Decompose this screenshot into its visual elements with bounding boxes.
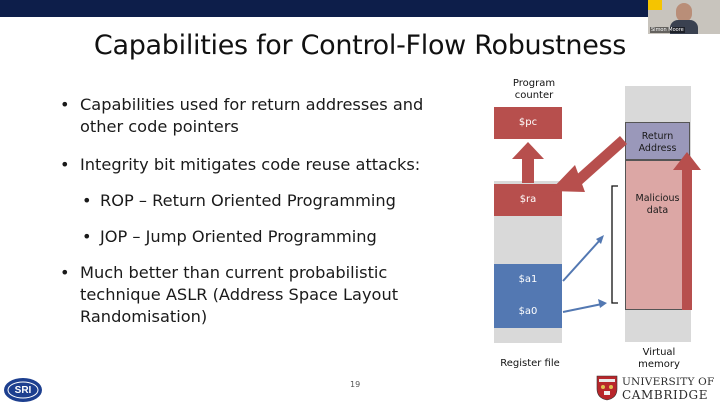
malicious-data-cell: Malicious data <box>625 160 690 310</box>
sub-bullet-item: • ROP – Return Oriented Programming <box>82 191 396 210</box>
register-a0: $a0 <box>494 296 562 328</box>
bullet-list: • Capabilities used for return addresses… <box>58 94 458 342</box>
sub-bullet-item: • JOP – Jump Oriented Programming <box>82 227 377 246</box>
slide-title: Capabilities for Control-Flow Robustness <box>93 30 627 61</box>
bullet-item: • Capabilities used for return addresses… <box>60 95 424 136</box>
bullet-dot-icon: • <box>82 227 92 246</box>
cambridge-logo-text: UNIVERSITY OF CAMBRIDGE <box>622 376 715 402</box>
presenter-face <box>676 3 692 22</box>
cambridge-crest-icon <box>596 375 618 401</box>
return-address-cell: Return Address <box>625 122 690 160</box>
bullet-dot-icon: • <box>60 263 70 282</box>
bullet-item: • Integrity bit mitigates code reuse att… <box>60 155 421 174</box>
page-number: 19 <box>350 380 361 389</box>
ra-to-pc-arrow-icon <box>512 142 544 183</box>
sri-logo-icon: SRI <box>4 378 42 402</box>
malicious-upward-arrow-icon <box>673 152 701 310</box>
presenter-name: Simon Moore <box>650 27 685 33</box>
program-counter-label: Program counter <box>512 78 556 101</box>
video-badge-icon <box>648 0 662 10</box>
register-pc: $pc <box>494 107 562 139</box>
a1-pointer-arrow-icon <box>562 235 604 282</box>
bullet-dot-icon: • <box>82 191 92 210</box>
bullet-item: • Much better than current probabilistic… <box>60 263 399 326</box>
virtual-memory-label: Virtual memory <box>638 347 680 370</box>
overwrite-arrow-icon <box>550 136 627 192</box>
bullet-dot-icon: • <box>60 155 70 174</box>
register-ra: $ra <box>494 184 562 216</box>
bullet-dot-icon: • <box>60 95 70 114</box>
svg-text:SRI: SRI <box>15 385 32 396</box>
top-banner <box>0 0 720 17</box>
register-a1: $a1 <box>494 264 562 296</box>
memory-bracket <box>611 185 618 304</box>
a0-pointer-arrow-icon <box>562 299 607 313</box>
register-file-label: Register file <box>500 358 560 369</box>
presenter-video: Simon Moore <box>648 0 720 34</box>
